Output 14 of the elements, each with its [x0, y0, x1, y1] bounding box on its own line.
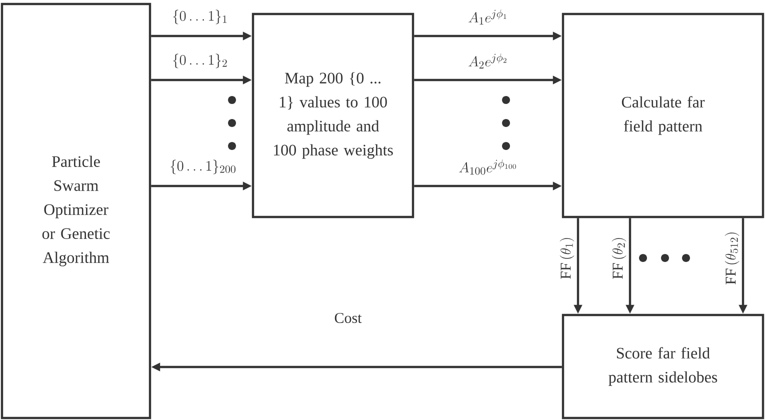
process-box: Map 200 {0 ... 1} values to 100 amplitude and 100 phase weights	[252, 12, 414, 218]
edge-label: $A_{1}e^{j\phi_1}$	[468, 10, 506, 24]
edge-label: $\{0\ldots 1\}_{1}$	[173, 10, 227, 24]
edge-label: $\mathrm{FF}\,(\theta_{512})$	[724, 232, 740, 284]
edge-label: $\{0\ldots 1\}_{2}$	[173, 54, 227, 68]
process-box: Score far field pattern sidelobes	[562, 314, 764, 420]
process-box: Particle Swarm Optimizer or Genetic Algorithm	[0, 2, 152, 420]
edge-label: Cost	[334, 312, 362, 324]
edge-label: $\{0\ldots 1\}_{200}$	[170, 160, 236, 174]
edge-label: $\mathrm{FF}\,(\theta_{2})$	[612, 238, 626, 279]
process-box: Calculate far field pattern	[562, 12, 764, 218]
edge-label: $A_{100}e^{j\phi_{100}}$	[459, 160, 516, 175]
edge-label: $A_{2}e^{j\phi_2}$	[468, 54, 506, 68]
edge-label: $\mathrm{FF}\,(\theta_{1})$	[560, 238, 574, 279]
